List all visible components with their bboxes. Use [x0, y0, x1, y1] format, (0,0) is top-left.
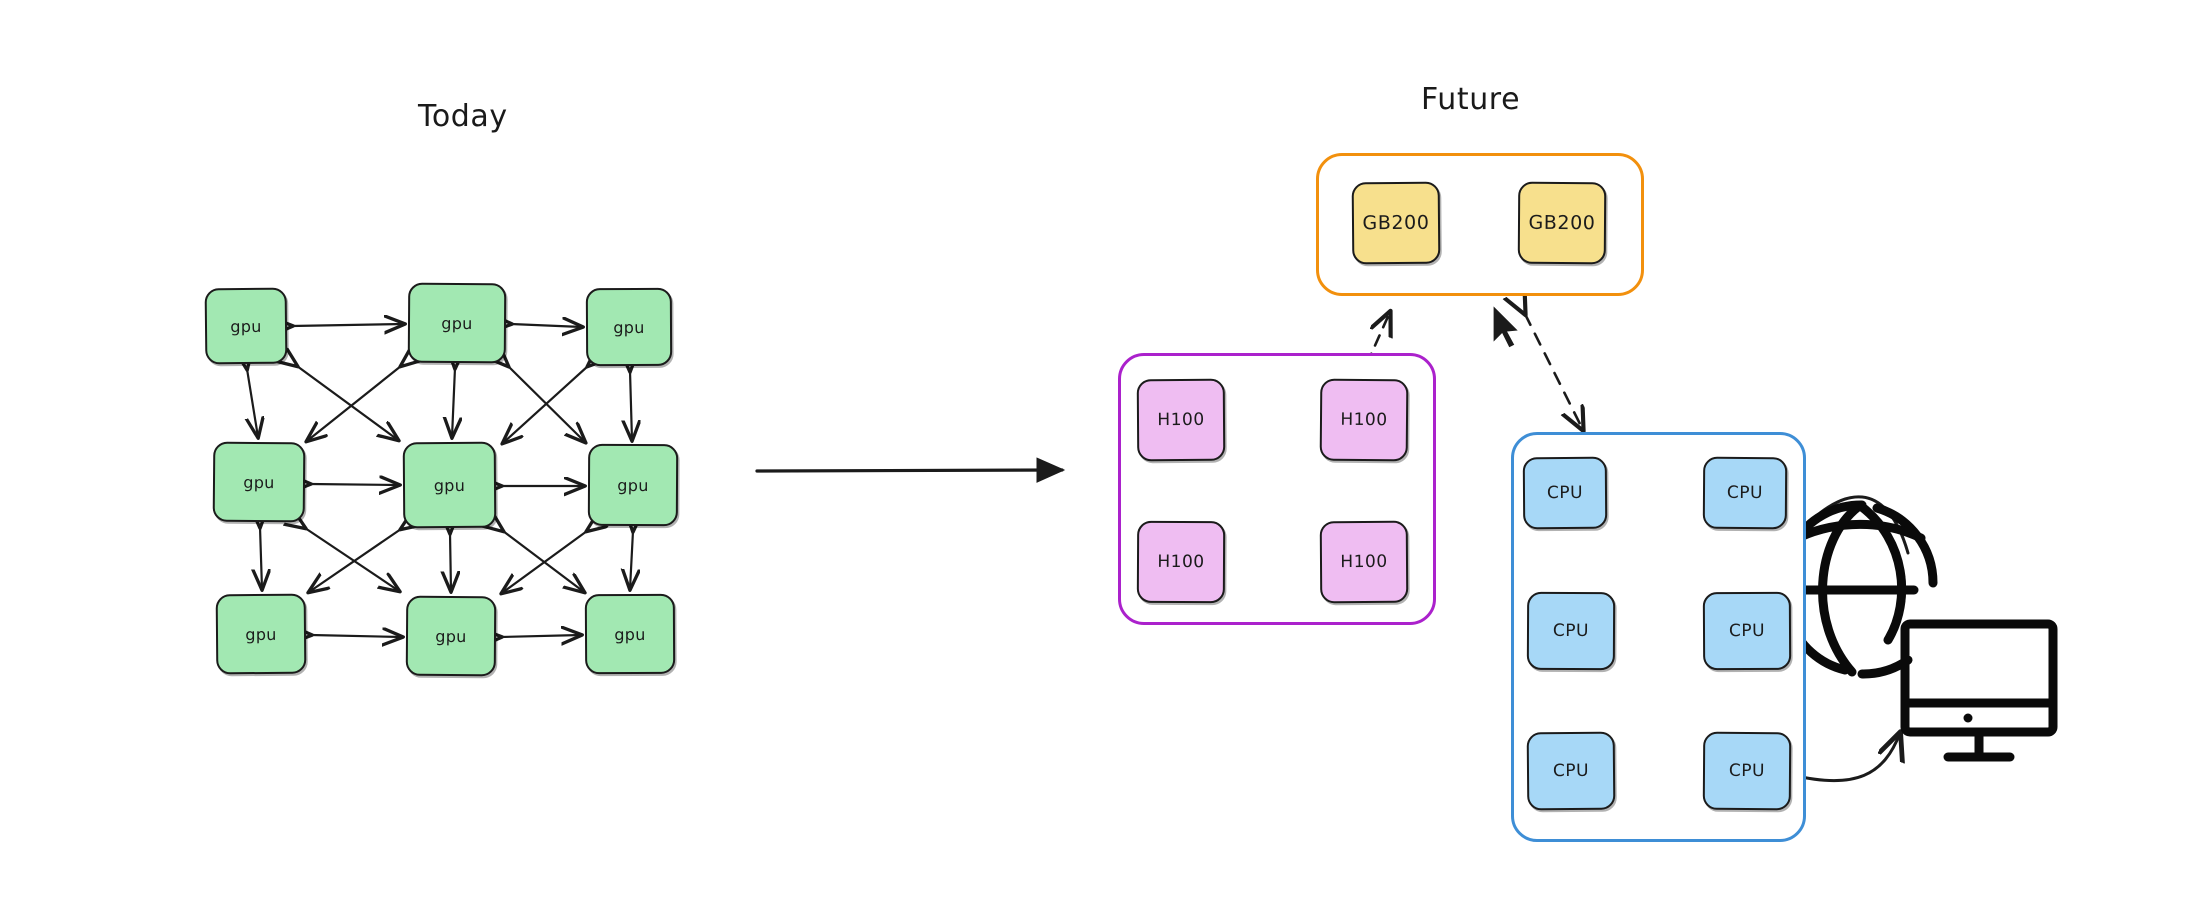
gpu-mesh-arrows — [247, 324, 633, 637]
gb200-node[interactable]: GB200 — [1351, 181, 1441, 265]
today-section-title: Today — [418, 99, 508, 134]
gpu-node[interactable]: gpu — [212, 441, 306, 523]
cpu-node[interactable]: CPU — [1526, 731, 1616, 811]
transition-arrow — [755, 457, 1066, 483]
gpu-node[interactable]: gpu — [587, 443, 679, 527]
gpu-node[interactable]: gpu — [585, 287, 673, 367]
cpu-node[interactable]: CPU — [1522, 456, 1608, 530]
gpu-node[interactable]: gpu — [204, 287, 288, 365]
mouse-cursor — [1492, 303, 1521, 349]
gpu-node[interactable]: gpu — [584, 593, 676, 675]
gpu-node[interactable]: gpu — [407, 282, 507, 364]
gpu-node[interactable]: gpu — [405, 595, 497, 677]
cpu-node[interactable]: CPU — [1702, 731, 1792, 811]
cpu-node[interactable]: CPU — [1526, 591, 1616, 671]
h100-node[interactable]: H100 — [1319, 378, 1409, 462]
h100-node[interactable]: H100 — [1136, 378, 1226, 462]
gb200-to-cpu-arrow — [1525, 314, 1583, 430]
h100-node[interactable]: H100 — [1319, 520, 1409, 604]
cpu-to-monitor-arrow — [1790, 733, 1900, 783]
monitor-icon — [1900, 619, 2058, 762]
cpu-node[interactable]: CPU — [1702, 591, 1792, 671]
h100-node[interactable]: H100 — [1136, 520, 1226, 604]
cpu-node[interactable]: CPU — [1702, 456, 1788, 530]
gb200-node[interactable]: GB200 — [1517, 181, 1607, 265]
gpu-node[interactable]: gpu — [215, 593, 307, 675]
gpu-node[interactable]: gpu — [402, 441, 497, 529]
future-section-title: Future — [1421, 82, 1521, 117]
